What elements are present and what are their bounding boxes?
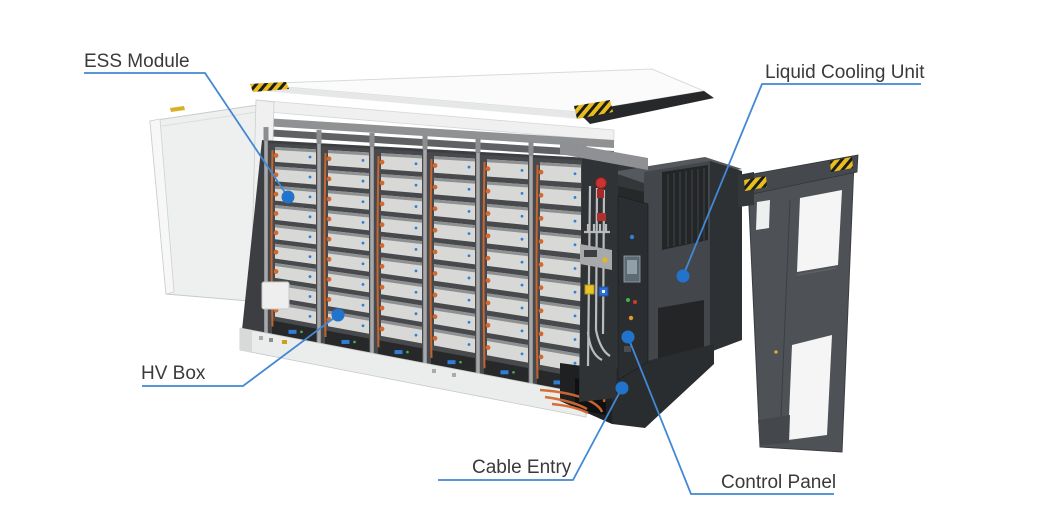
container-base — [239, 281, 592, 418]
leader-line-hv-box — [142, 314, 339, 387]
container-top-rails — [255, 99, 615, 158]
panel-hazard-stripe-left — [744, 176, 767, 191]
marker-dot-control-panel — [621, 330, 635, 344]
yellow-button — [584, 284, 595, 295]
left-door-open — [149, 103, 265, 303]
label-liquid-cooling-unit: Liquid Cooling Unit — [765, 62, 925, 83]
roof-panel — [249, 68, 714, 124]
battery-racks — [263, 127, 587, 398]
control-panel-strip — [617, 195, 649, 381]
leader-line-cable-entry — [438, 387, 623, 481]
marker-dot-liquid-cooling-unit — [676, 269, 690, 283]
leader-line-ess-module — [84, 72, 289, 198]
roof-hazard-stripe-right — [574, 100, 613, 119]
cooling-vent-bottom — [658, 300, 704, 363]
marker-dot-cable-entry — [615, 381, 629, 395]
label-hv-box: HV Box — [141, 363, 206, 384]
leader-line-liquid-cooling-unit — [682, 83, 921, 277]
red-valve — [595, 177, 607, 189]
marker-dot-ess-module — [281, 190, 295, 204]
cooling-vent-top — [662, 165, 708, 250]
panel-cutout-lower — [788, 335, 832, 440]
roof-hazard-stripe-left — [250, 82, 289, 92]
label-ess-module: ESS Module — [84, 51, 190, 72]
panel-cutout-upper — [797, 190, 842, 272]
panel-hazard-stripe-right — [830, 157, 853, 172]
label-control-panel: Control Panel — [721, 472, 836, 493]
aux-cabinet — [261, 281, 290, 310]
marker-dot-hv-box — [331, 308, 345, 322]
end-door-panel — [738, 154, 859, 453]
leader-line-control-panel — [627, 336, 834, 495]
label-cable-entry: Cable Entry — [472, 457, 572, 478]
